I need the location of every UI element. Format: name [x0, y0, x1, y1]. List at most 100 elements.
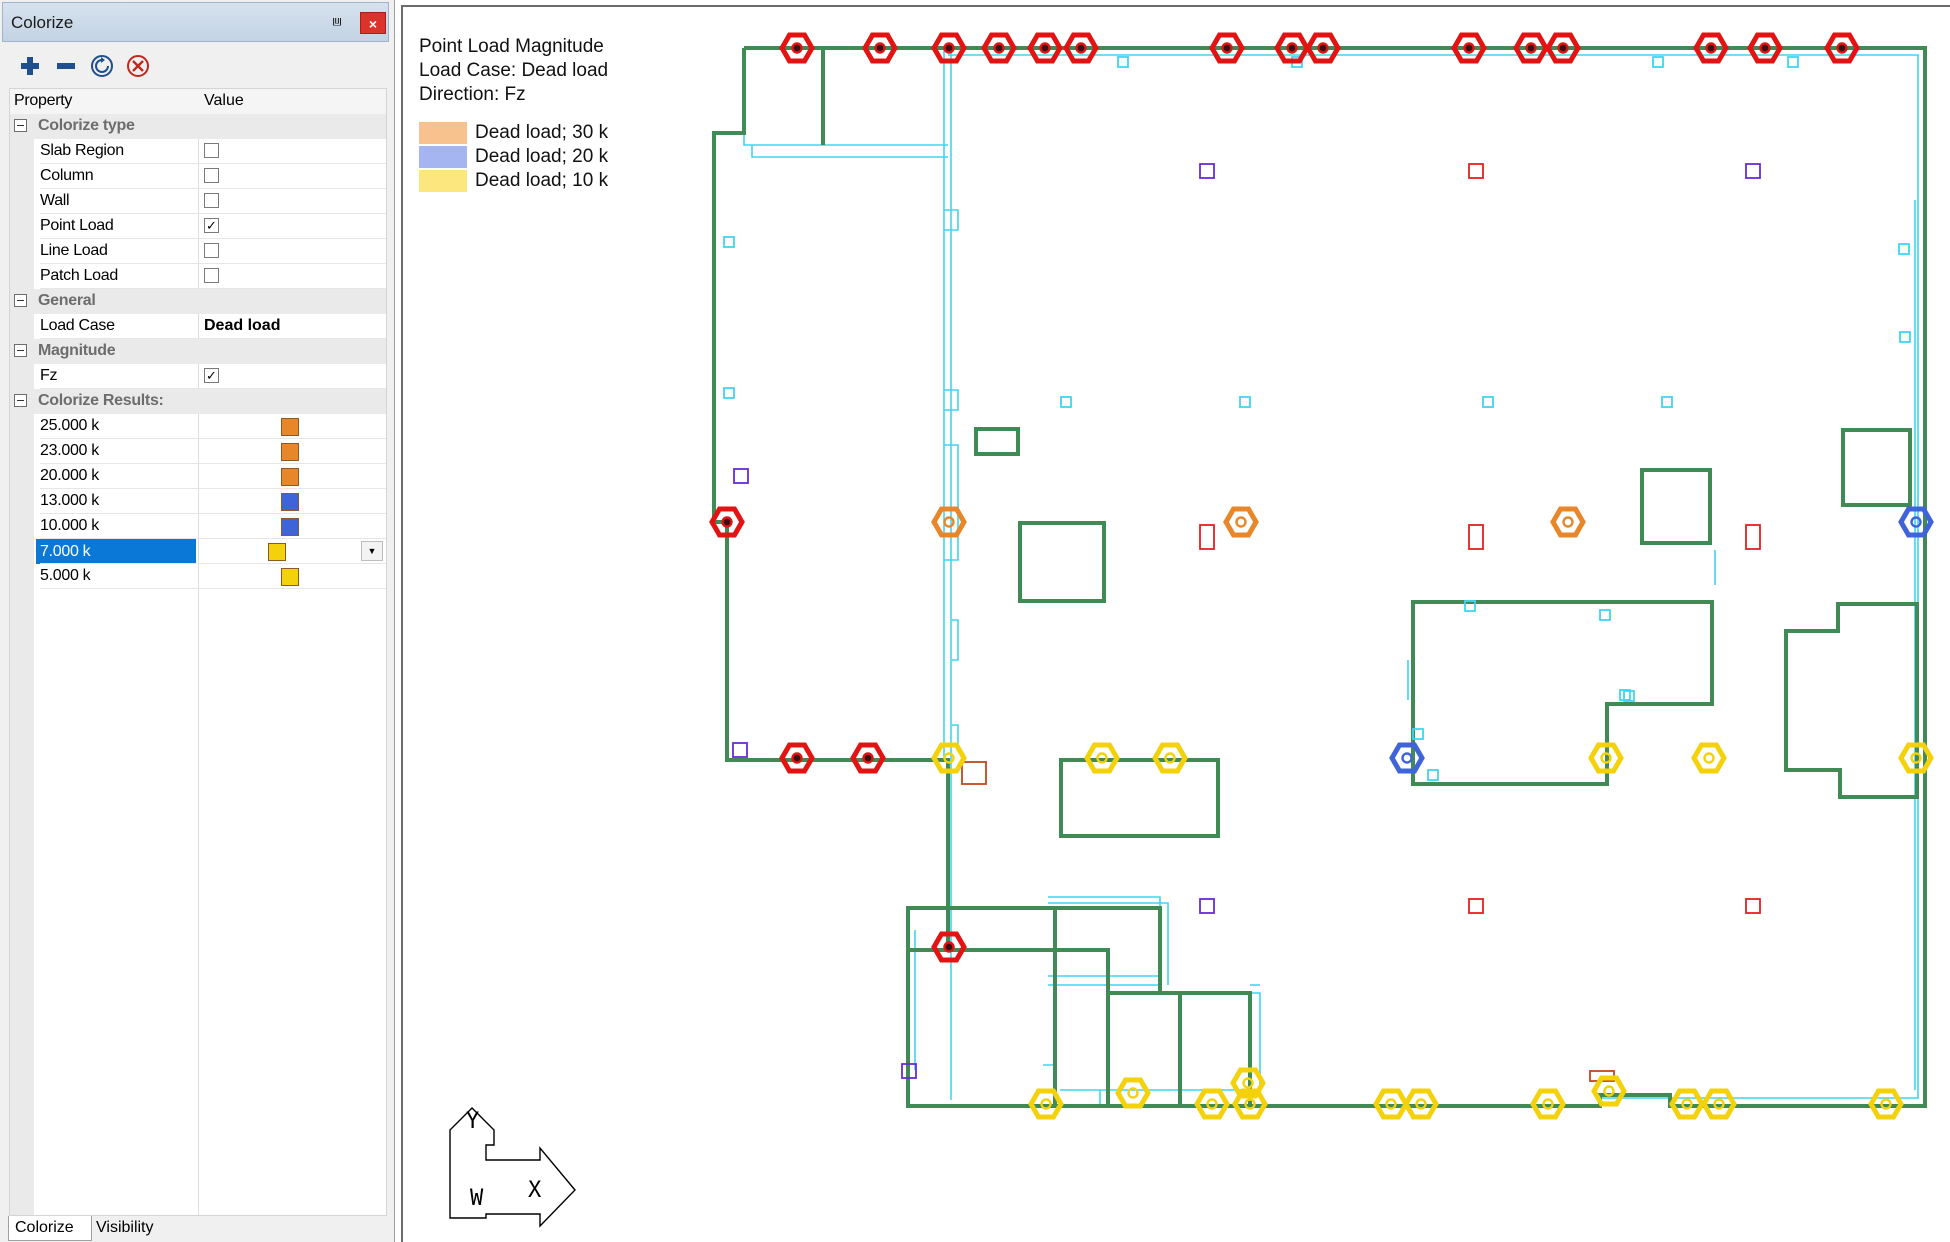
category-general[interactable]: General — [10, 289, 386, 314]
point-load-marker[interactable] — [1530, 1088, 1566, 1120]
point-load-marker[interactable] — [1373, 1088, 1409, 1120]
point-load-marker[interactable] — [1669, 1088, 1705, 1120]
point-load-marker[interactable] — [1223, 506, 1259, 538]
point-load-marker[interactable] — [1084, 742, 1120, 774]
column-checkbox[interactable] — [204, 168, 219, 183]
slab-outline[interactable] — [1059, 758, 1220, 838]
column-marker[interactable] — [1899, 331, 1911, 343]
row-point-load[interactable]: Point Load ✓ — [10, 214, 386, 239]
point-load-checkbox[interactable]: ✓ — [204, 218, 219, 233]
slab-outline[interactable] — [1411, 600, 1714, 786]
row-slab-region[interactable]: Slab Region — [10, 139, 386, 164]
beam[interactable] — [944, 209, 959, 231]
slab-outline[interactable] — [1055, 906, 1252, 1106]
column-marker[interactable] — [961, 761, 987, 785]
tab-visibility[interactable]: Visibility — [96, 1219, 154, 1236]
slab-outline[interactable] — [974, 427, 1020, 456]
color-swatch[interactable] — [281, 443, 299, 461]
color-swatch[interactable] — [281, 418, 299, 436]
pin-icon[interactable]: ⩏ — [332, 13, 342, 30]
collapse-icon[interactable] — [14, 344, 27, 357]
point-load-marker[interactable] — [931, 506, 967, 538]
point-load-marker[interactable] — [1389, 742, 1425, 774]
point-load-marker[interactable] — [1591, 1075, 1627, 1107]
column-marker[interactable] — [1898, 243, 1910, 255]
column-marker[interactable] — [1482, 396, 1494, 408]
column-marker[interactable] — [1199, 524, 1215, 550]
value-column-header[interactable]: Value — [204, 92, 244, 109]
column-marker[interactable] — [1661, 396, 1673, 408]
column-marker[interactable] — [1787, 56, 1799, 68]
line-load-checkbox[interactable] — [204, 243, 219, 258]
result-row[interactable]: 13.000 k — [10, 489, 386, 514]
color-swatch[interactable] — [281, 493, 299, 511]
point-load-marker[interactable] — [1824, 32, 1860, 64]
column-marker[interactable] — [733, 468, 749, 484]
point-load-marker[interactable] — [779, 32, 815, 64]
collapse-icon[interactable] — [14, 294, 27, 307]
collapse-icon[interactable] — [14, 119, 27, 132]
column-marker[interactable] — [1427, 769, 1439, 781]
category-magnitude[interactable]: Magnitude — [10, 339, 386, 364]
point-load-marker[interactable] — [931, 742, 967, 774]
beam[interactable] — [751, 145, 948, 158]
column-marker[interactable] — [723, 236, 735, 248]
patch-load-checkbox[interactable] — [204, 268, 219, 283]
refresh-icon[interactable] — [88, 52, 116, 80]
point-load-marker[interactable] — [1868, 1088, 1904, 1120]
column-marker[interactable] — [1745, 524, 1761, 550]
result-row[interactable]: 25.000 k — [10, 414, 386, 439]
slab-outline[interactable] — [948, 906, 1057, 1106]
point-load-marker[interactable] — [850, 742, 886, 774]
collapse-icon[interactable] — [14, 394, 27, 407]
point-load-marker[interactable] — [1898, 742, 1934, 774]
row-load-case[interactable]: Load Case Dead load — [10, 314, 386, 339]
column-divider[interactable] — [198, 89, 199, 1215]
beam[interactable] — [944, 389, 959, 411]
column-marker[interactable] — [1468, 163, 1484, 179]
fz-checkbox[interactable]: ✓ — [204, 368, 219, 383]
point-load-marker[interactable] — [1194, 1088, 1230, 1120]
point-load-marker[interactable] — [1027, 32, 1063, 64]
slab-outline[interactable] — [712, 48, 950, 1106]
beam[interactable] — [743, 55, 948, 146]
row-line-load[interactable]: Line Load — [10, 239, 386, 264]
column-marker[interactable] — [1199, 898, 1215, 914]
point-load-marker[interactable] — [1701, 1088, 1737, 1120]
row-patch-load[interactable]: Patch Load — [10, 264, 386, 289]
column-marker[interactable] — [1239, 396, 1251, 408]
row-wall[interactable]: Wall — [10, 189, 386, 214]
column-marker[interactable] — [1117, 56, 1129, 68]
column-marker[interactable] — [1468, 524, 1484, 550]
point-load-marker[interactable] — [931, 931, 967, 963]
row-fz[interactable]: Fz ✓ — [10, 364, 386, 389]
wall-checkbox[interactable] — [204, 193, 219, 208]
color-swatch[interactable] — [281, 468, 299, 486]
column-marker[interactable] — [1652, 56, 1664, 68]
beam[interactable] — [944, 444, 959, 561]
color-swatch[interactable] — [281, 518, 299, 536]
beam[interactable] — [1048, 896, 1261, 1095]
tab-colorize[interactable]: Colorize — [8, 1216, 92, 1241]
point-load-marker[interactable] — [1305, 32, 1341, 64]
result-row[interactable]: 23.000 k — [10, 439, 386, 464]
point-load-marker[interactable] — [1152, 742, 1188, 774]
column-marker[interactable] — [1599, 609, 1611, 621]
drawing-canvas[interactable] — [401, 5, 1950, 1242]
clear-icon[interactable] — [124, 52, 152, 80]
point-load-marker[interactable] — [981, 32, 1017, 64]
property-column-header[interactable]: Property — [14, 92, 73, 109]
category-colorize-type[interactable]: Colorize type — [10, 114, 386, 139]
beam[interactable] — [952, 724, 959, 746]
column-marker[interactable] — [1468, 898, 1484, 914]
point-load-marker[interactable] — [1232, 1088, 1268, 1120]
slab-outline[interactable] — [1841, 428, 1912, 507]
column-marker[interactable] — [1619, 689, 1631, 701]
point-load-marker[interactable] — [1274, 32, 1310, 64]
slab-region-checkbox[interactable] — [204, 143, 219, 158]
beam[interactable] — [952, 619, 959, 661]
color-swatch[interactable] — [281, 568, 299, 586]
column-marker[interactable] — [732, 742, 748, 758]
point-load-marker[interactable] — [709, 506, 745, 538]
column-marker[interactable] — [1745, 898, 1761, 914]
